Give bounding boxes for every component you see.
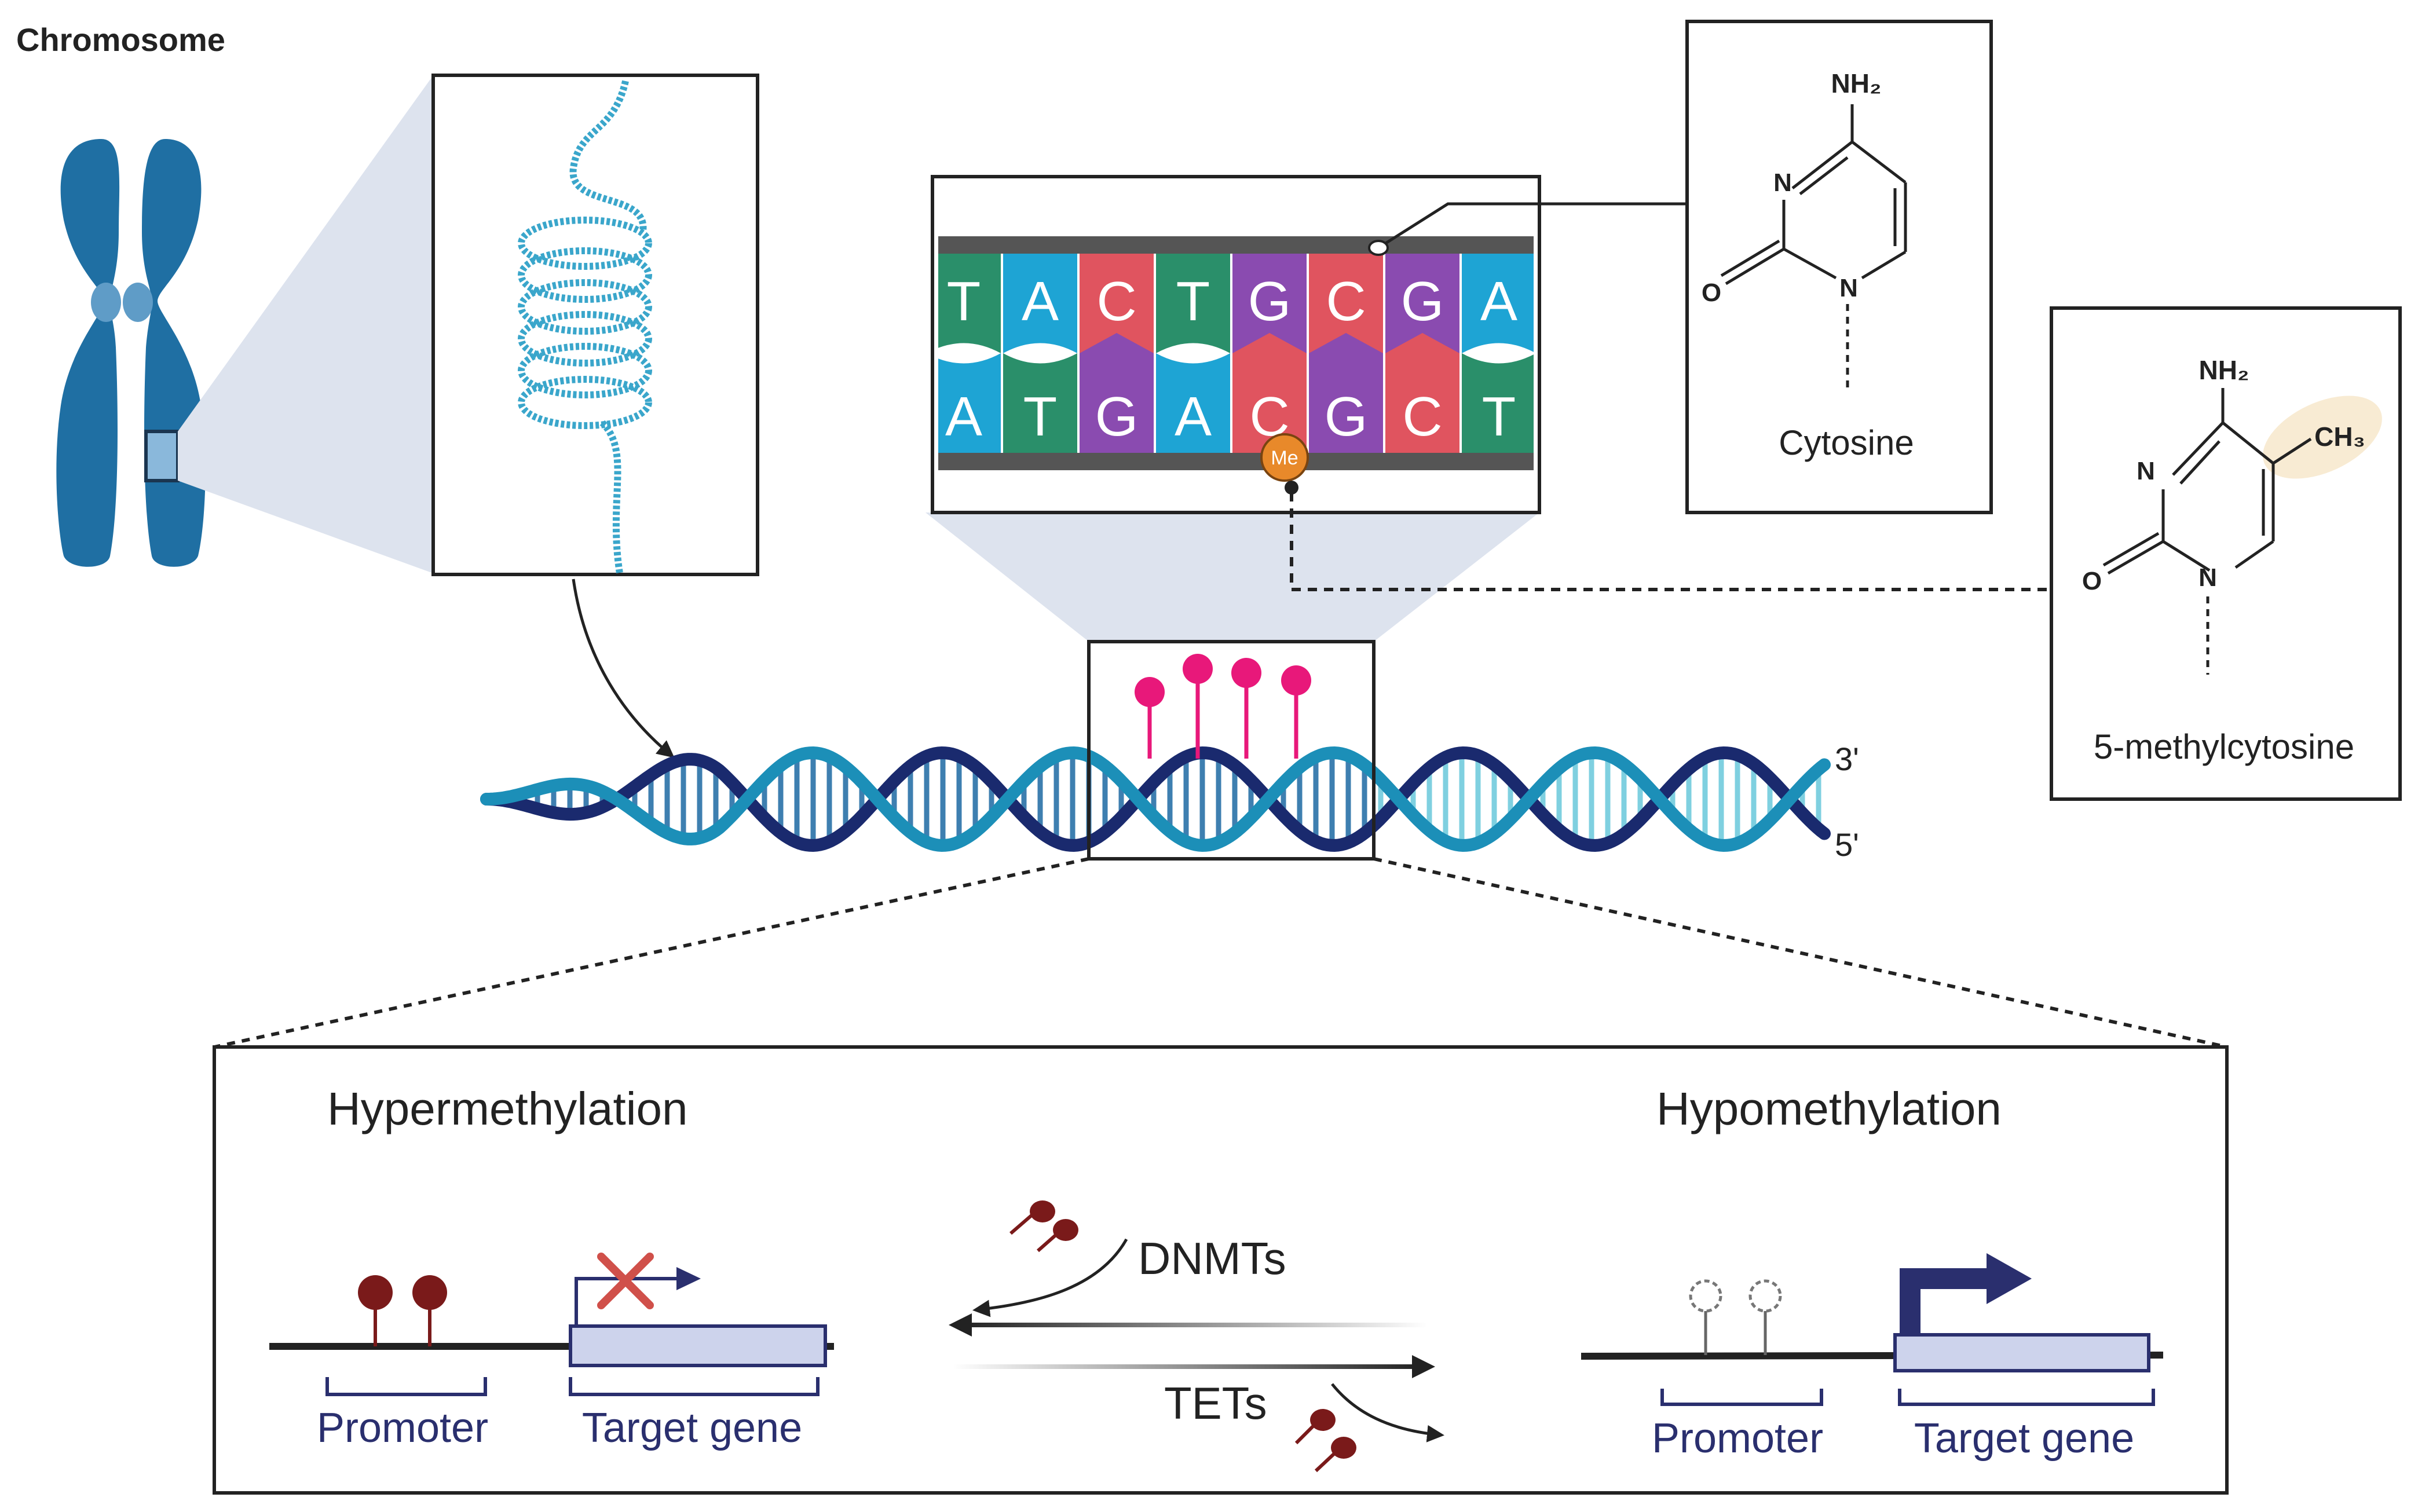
- hypomethylation-title: Hypomethylation: [1656, 1083, 2002, 1134]
- bottom-base-tile: [1385, 333, 1459, 453]
- methylcytosine-name: 5-methylcytosine: [2094, 727, 2354, 766]
- blocked-x-icon: [597, 1253, 654, 1309]
- methylcytosine-connector: [1290, 492, 2051, 591]
- cytosine-name: Cytosine: [1779, 423, 1914, 462]
- backbone-top: [938, 236, 1534, 254]
- bottom-base-tile: [938, 353, 1001, 453]
- chromatin-box: [431, 74, 759, 576]
- bottom-base-letter: T: [1482, 386, 1516, 448]
- bottom-base-tile: [1003, 353, 1077, 453]
- top-base-tile: [1462, 254, 1534, 353]
- bottom-base-tile: [1156, 353, 1230, 453]
- coil-to-helix-arrow: [572, 579, 675, 758]
- cytosine-n3: N: [1773, 169, 1792, 197]
- hyper-methyl-lollipops: [358, 1275, 447, 1346]
- expansion-line-left: [214, 857, 1089, 1049]
- bottom-base-letter: G: [1095, 386, 1139, 448]
- cytosine-structure: [1720, 104, 1907, 388]
- hyper-tss-arrowhead: [676, 1267, 701, 1290]
- bottom-base-tile: [1080, 333, 1154, 453]
- methylation-pins: [1135, 654, 1311, 759]
- hypo-tss-arrowhead: [1987, 1253, 2032, 1304]
- methylcytosine-structure: [2102, 388, 2312, 675]
- hypo-tss-arrow: [1900, 1268, 2001, 1335]
- bottom-base-tile: [1309, 333, 1383, 453]
- chromosome: [56, 139, 206, 567]
- methyl-highlight: [2263, 396, 2382, 479]
- hyper-promoter-bracket: [325, 1377, 487, 1396]
- hypo-unmethyl-lollipops: [1689, 1279, 1782, 1355]
- zoom-callout-coil: [178, 75, 433, 573]
- tets-long-arrow: [953, 1364, 1419, 1369]
- bottom-base-letter: C: [1402, 386, 1442, 448]
- dnmts-enzymes-icon: [1009, 1200, 1078, 1253]
- bottom-base-tile: [1232, 333, 1307, 453]
- top-base-tile: [1003, 254, 1077, 353]
- bottom-base-tile: [1462, 353, 1534, 453]
- bottom-base-letter: A: [1175, 386, 1212, 448]
- dna-double-helix: [480, 746, 1831, 852]
- cytosine-oxygen: O: [1702, 279, 1721, 307]
- dnmts-long-arrow: [961, 1323, 1428, 1327]
- dnmts-curve-arrow: [972, 1238, 1128, 1317]
- chromosome-title: Chromosome: [16, 21, 225, 58]
- hypo-target-gene-box: [1893, 1333, 2150, 1372]
- dnmts-label: DNMTs: [1138, 1233, 1286, 1284]
- hypo-promoter-label: Promoter: [1652, 1415, 1823, 1462]
- me-pointer-dot: [1285, 481, 1298, 495]
- helix-strand-back: [480, 746, 1831, 852]
- hyper-target-bracket: [569, 1377, 820, 1396]
- hyper-promoter-label: Promoter: [317, 1405, 488, 1451]
- bottom-base-letter: G: [1325, 386, 1368, 448]
- helix-strand-front: [480, 746, 1831, 852]
- methylcytosine-box: [2050, 306, 2402, 801]
- tets-long-arrowhead: [1412, 1355, 1435, 1378]
- methylation-panel: [213, 1045, 2229, 1495]
- tets-label: TETs: [1164, 1378, 1267, 1429]
- cytosine-connector: [1377, 202, 1687, 250]
- helix-zoom-box: [1087, 640, 1376, 861]
- backbone-bottom: [938, 453, 1534, 470]
- top-base-letter: G: [1248, 270, 1292, 332]
- helix-end-top: 3': [1835, 741, 1859, 777]
- methylcytosine-methyl: CH₃: [2314, 422, 2365, 452]
- hypo-target-label: Target gene: [1914, 1415, 2134, 1462]
- methylcytosine-amine: NH₂: [2199, 355, 2249, 385]
- methylcytosine-oxygen: O: [2082, 567, 2102, 595]
- tets-enzymes-icon: [1294, 1409, 1356, 1473]
- expansion-line-right: [1373, 857, 2227, 1049]
- chromatin-coil: [518, 80, 652, 574]
- top-base-tile: [1156, 254, 1230, 353]
- top-base-letter: A: [1480, 270, 1517, 332]
- top-base-tile: [938, 254, 1001, 353]
- methylcytosine-n3: N: [2137, 457, 2155, 485]
- hypermethylation-title: Hypermethylation: [327, 1083, 688, 1134]
- top-base-letter: T: [947, 270, 981, 332]
- cytosine-amine: NH₂: [1831, 68, 1882, 98]
- zoom-callout-strip: [926, 512, 1539, 642]
- helix-end-bottom: 5': [1835, 826, 1859, 863]
- cytosine-pointer-dot: [1368, 240, 1389, 256]
- methylcytosine-n1: N: [2198, 563, 2217, 592]
- cytosine-n1: N: [1839, 274, 1858, 302]
- dnmts-long-arrowhead: [949, 1313, 972, 1337]
- hyper-target-label: Target gene: [582, 1405, 802, 1451]
- top-base-letter: T: [1176, 270, 1210, 332]
- top-base-letter: C: [1096, 270, 1136, 332]
- me-badge: [1260, 433, 1309, 482]
- tets-curve-arrow: [1331, 1383, 1444, 1443]
- me-badge-label: Me: [1271, 447, 1298, 469]
- hyper-tss-arrow: [575, 1277, 689, 1326]
- top-base-letter: C: [1326, 270, 1366, 332]
- bottom-base-letter: T: [1023, 386, 1058, 448]
- bottom-base-letter: A: [945, 386, 982, 448]
- top-base-letter: G: [1401, 270, 1444, 332]
- top-base-letter: A: [1022, 270, 1059, 332]
- hyper-target-gene-box: [569, 1324, 827, 1367]
- hypo-promoter-bracket: [1660, 1389, 1823, 1406]
- hypo-target-bracket: [1898, 1389, 2155, 1406]
